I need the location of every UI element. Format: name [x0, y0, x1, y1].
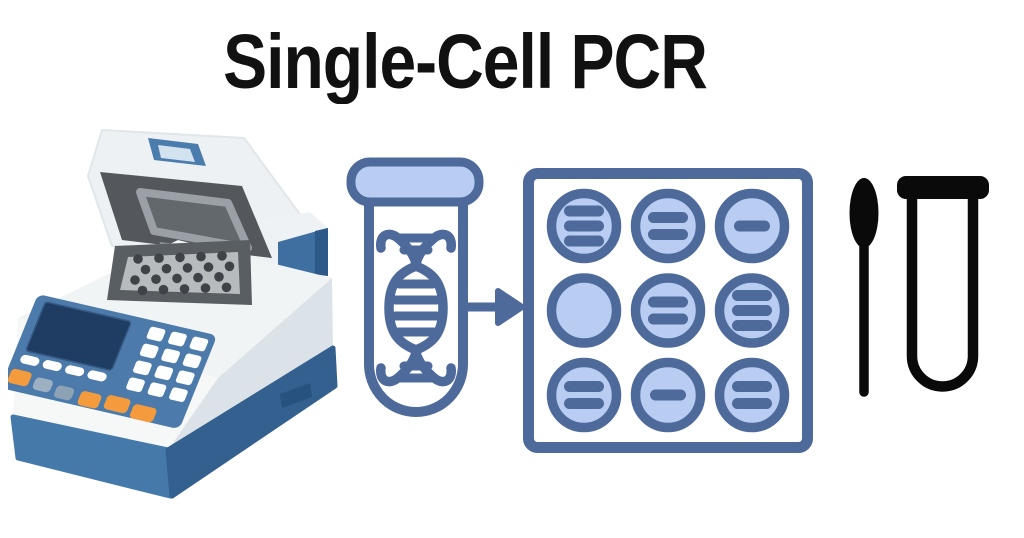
well-hole	[130, 275, 140, 285]
cell-content-bar	[648, 212, 688, 223]
well-hole	[137, 285, 148, 296]
cell-content-bar	[564, 381, 604, 392]
cell-content-bar	[564, 220, 604, 232]
page-title: Single-Cell PCR	[223, 18, 708, 104]
cell-content-bar	[732, 398, 772, 409]
well-hole	[182, 263, 193, 273]
well-hole	[161, 263, 172, 274]
well-hole	[175, 252, 185, 263]
vent-slot	[280, 383, 312, 408]
well-hole	[154, 253, 164, 263]
tube-body	[346, 157, 484, 417]
sample-well-block	[107, 240, 252, 305]
well-hole	[193, 272, 203, 283]
panel-pill-buttons[interactable]	[19, 354, 108, 382]
dna-helix	[376, 229, 456, 387]
well-hole	[140, 264, 151, 275]
single-cell-well-plate-icon	[523, 168, 813, 453]
cell-content-bar	[648, 313, 688, 325]
well-hole	[203, 262, 214, 272]
cell-well	[714, 357, 790, 433]
sample-tube-icon	[897, 176, 989, 392]
cell-content-bar	[564, 205, 604, 217]
well-hole	[133, 254, 143, 264]
well-hole	[200, 283, 211, 293]
right-arrow-icon	[462, 288, 525, 326]
cell-well	[630, 188, 706, 264]
cell-content-bar	[732, 305, 772, 316]
cell-content-bar	[564, 235, 604, 247]
well-hole	[214, 272, 224, 282]
well-hole	[221, 282, 232, 293]
cell-content-bar	[732, 290, 772, 301]
cell-content-bar	[732, 381, 772, 392]
cell-well	[546, 273, 622, 348]
well-hole	[179, 284, 190, 294]
well-holes	[130, 251, 235, 296]
sample-tube-cap	[897, 176, 989, 199]
control-panel	[8, 295, 216, 428]
well-hole	[151, 274, 161, 284]
pcr-thermal-cycler-icon	[8, 129, 338, 499]
well-hole	[172, 273, 182, 284]
panel-function-buttons[interactable]	[8, 368, 160, 423]
cell-well	[546, 357, 622, 433]
tube-cap	[346, 157, 484, 207]
well-hole	[158, 284, 169, 295]
panel-screen	[25, 301, 132, 371]
cycler-base	[10, 345, 338, 499]
cell-content-bar	[564, 398, 604, 409]
well-hole	[217, 251, 227, 261]
cell-content-bar	[648, 296, 688, 308]
swab-icon	[849, 178, 879, 397]
well-hole	[224, 261, 235, 272]
cycler-back-tower	[262, 212, 328, 276]
cell-content-bar	[648, 229, 688, 240]
cell-content-bar	[732, 320, 772, 331]
cell-content-bar	[650, 389, 686, 401]
cell-well	[630, 273, 706, 348]
cell-wells	[546, 188, 790, 433]
well-hole	[196, 251, 206, 262]
panel-keypad[interactable]	[125, 326, 209, 402]
cell-content-bar	[734, 220, 770, 232]
test-tube-with-dna-icon	[346, 157, 484, 417]
cycler-lid	[87, 129, 311, 269]
